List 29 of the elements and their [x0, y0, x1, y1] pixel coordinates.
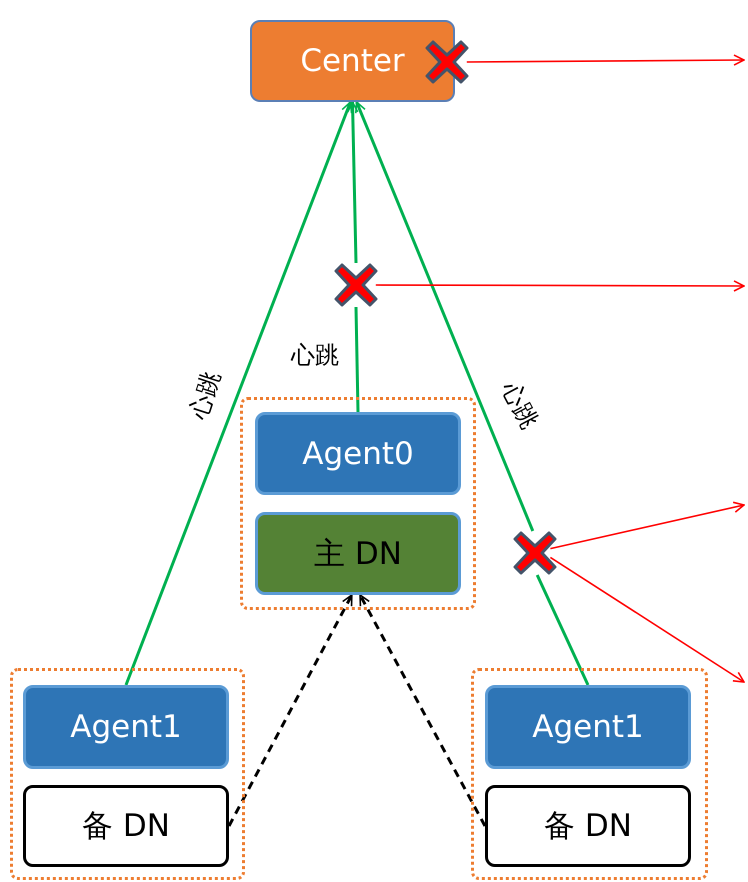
node-label: 备 DN: [544, 807, 632, 846]
cross-icon: [334, 263, 378, 307]
arrow: [376, 280, 745, 292]
arrow: [550, 502, 745, 550]
standby-dn-box: [485, 785, 691, 867]
node-label: 备 DN: [82, 807, 170, 846]
node-label: Agent0: [302, 436, 414, 472]
group-frame: [240, 397, 476, 610]
node-label: 主 DN: [314, 534, 402, 574]
center-box: [250, 20, 455, 102]
cross-icon: [513, 531, 557, 575]
dashed-arrow: [358, 594, 486, 827]
primary-dn-box: [255, 512, 461, 595]
standby-dn-box: [23, 785, 229, 867]
cross-icon: [425, 40, 469, 84]
agent-box: [485, 685, 691, 769]
arrow: [550, 556, 745, 683]
dashed-arrow: [228, 594, 354, 827]
agent-box: [255, 412, 461, 495]
node-label: Center: [300, 43, 405, 79]
arrow: [354, 101, 534, 532]
group-frame: [10, 668, 245, 880]
node-label: Agent1: [70, 709, 182, 745]
agent-box: [23, 685, 229, 769]
node-label: Agent1: [532, 709, 644, 745]
arrow: [346, 101, 359, 264]
group-frame: [471, 668, 708, 880]
arrow: [124, 101, 352, 686]
arrow: [466, 54, 745, 66]
